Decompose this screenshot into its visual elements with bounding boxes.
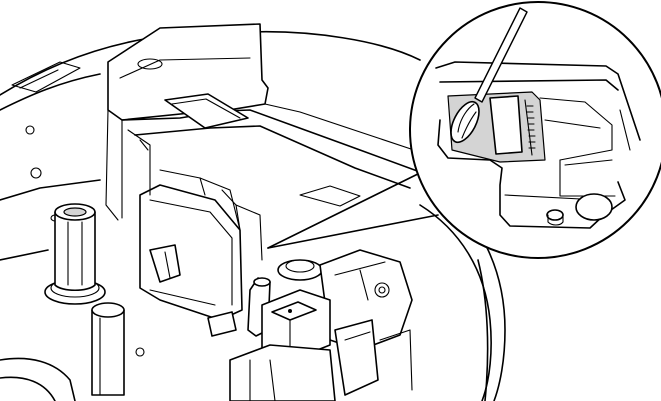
callout-pointer	[267, 167, 439, 249]
cover-panel	[105, 23, 421, 221]
screw-hole	[135, 347, 145, 357]
print-head-assembly	[127, 129, 263, 337]
magnifier-callout	[409, 1, 661, 259]
cotton-swab-icon	[450, 7, 528, 144]
post	[91, 302, 125, 396]
cutter-block	[319, 249, 413, 351]
head-cartridge	[229, 289, 413, 401]
frame-edge-inner	[0, 376, 56, 401]
frame-edge	[0, 357, 76, 401]
spool-spindle	[44, 203, 106, 305]
